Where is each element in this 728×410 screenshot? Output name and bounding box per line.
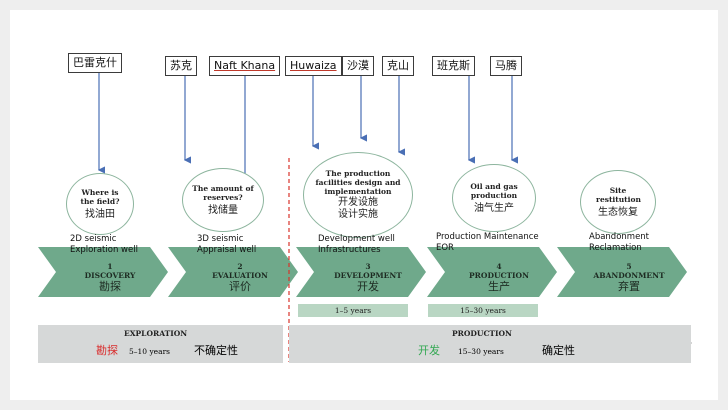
duration-development: 1–5 years	[298, 304, 408, 317]
exploration-nature: 不确定性	[194, 344, 238, 357]
duration-production: 15–30 years	[428, 304, 538, 317]
label-field-5: 沙漠	[342, 56, 374, 76]
exploration-cn: 勘探	[96, 344, 118, 357]
chevron-evaluation	[168, 247, 298, 297]
label-field-7: 班克斯	[432, 56, 475, 76]
exploration-bar	[38, 325, 283, 363]
production-nature: 确定性	[542, 344, 575, 357]
exploration-title: EXPLORATION	[124, 329, 188, 338]
label-field-4: Huwaiza	[285, 56, 342, 76]
question-circle-3: The production facilities design and imp…	[303, 152, 413, 238]
label-field-6: 克山	[382, 56, 414, 76]
production-years: 15–30 years	[458, 347, 504, 356]
production-title: PRODUCTION	[452, 329, 512, 338]
label-field-3: Naft Khana	[209, 56, 281, 76]
chevron-abandonment	[557, 247, 687, 297]
question-circle-2: The amount of reserves? 找储量	[182, 168, 264, 232]
question-circle-5: Site restitution 生态恢复	[580, 170, 656, 234]
exploration-years: 5–10 years	[129, 347, 171, 356]
label-field-8: 马腾	[490, 56, 522, 76]
chevron-discovery	[38, 247, 168, 297]
label-field-1: 巴雷克什	[68, 53, 122, 73]
question-circle-1: Where is the field? 找油田	[66, 173, 134, 235]
chevron-production	[427, 247, 557, 297]
production-bar	[289, 325, 691, 363]
label-field-2: 苏克	[165, 56, 197, 76]
chevron-development	[296, 247, 426, 297]
production-cn: 开发	[418, 344, 440, 357]
question-circle-4: Oil and gas production 油气生产	[452, 164, 536, 232]
